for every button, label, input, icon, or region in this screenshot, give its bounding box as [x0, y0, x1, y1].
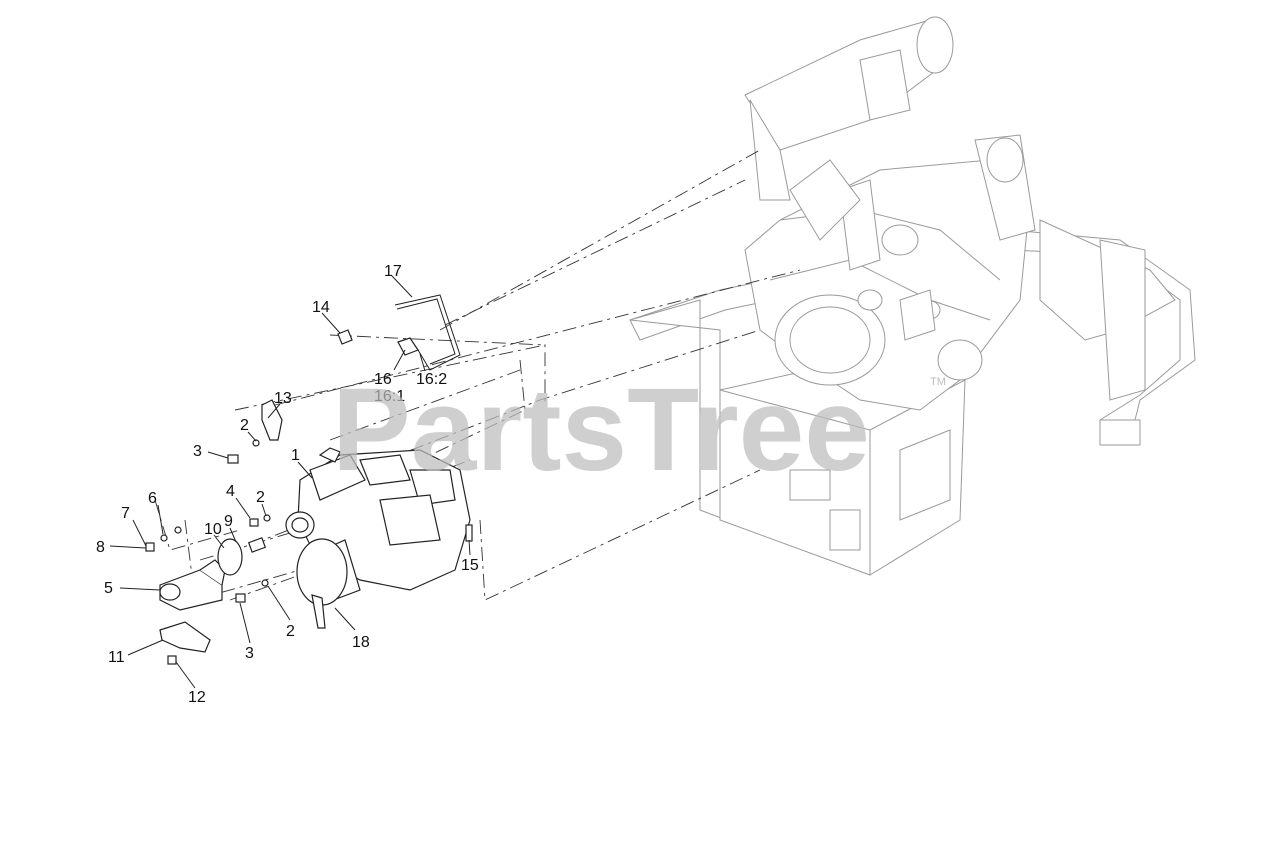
callout-16[interactable]: 16	[374, 371, 392, 388]
leader-lines	[109, 275, 471, 689]
hydrostatic-pump-group	[145, 294, 473, 665]
assembly-reference-lines	[154, 149, 801, 601]
callout-2a[interactable]: 2	[240, 417, 249, 434]
callout-15[interactable]: 15	[461, 557, 479, 574]
callout-2c[interactable]: 2	[286, 623, 295, 640]
callout-3a[interactable]: 3	[193, 443, 202, 460]
callout-1[interactable]: 1	[291, 447, 300, 464]
filter-bracket	[261, 399, 283, 441]
callout-16-2[interactable]: 16:2	[416, 371, 447, 388]
callout-8[interactable]: 8	[96, 539, 105, 556]
callout-2b[interactable]: 2	[256, 489, 265, 506]
callout-10[interactable]: 10	[204, 521, 222, 538]
partstree-watermark: PartsTree TM	[332, 364, 946, 496]
watermark-text: PartsTree	[332, 364, 870, 496]
callout-17[interactable]: 17	[384, 263, 402, 280]
callout-5[interactable]: 5	[104, 580, 113, 597]
callout-4[interactable]: 4	[226, 483, 235, 500]
callout-11[interactable]: 11	[108, 649, 125, 666]
callout-3b[interactable]: 3	[245, 645, 254, 662]
callout-7[interactable]: 7	[121, 505, 130, 522]
watermark-trademark: TM	[930, 376, 946, 388]
callout-14[interactable]: 14	[312, 299, 330, 316]
callout-6[interactable]: 6	[148, 490, 157, 507]
callout-16-1[interactable]: 16:1	[374, 388, 405, 405]
callout-13[interactable]: 13	[274, 390, 292, 407]
callout-12[interactable]: 12	[188, 689, 206, 706]
callout-labels: 17 14 16 16:1 16:2 13 2 3 1 4 2 6 7 9 10…	[96, 263, 479, 706]
pump-bracket	[159, 621, 211, 653]
callout-18[interactable]: 18	[352, 634, 370, 651]
engine-frame-assembly	[629, 16, 1196, 576]
callout-9[interactable]: 9	[224, 513, 233, 530]
